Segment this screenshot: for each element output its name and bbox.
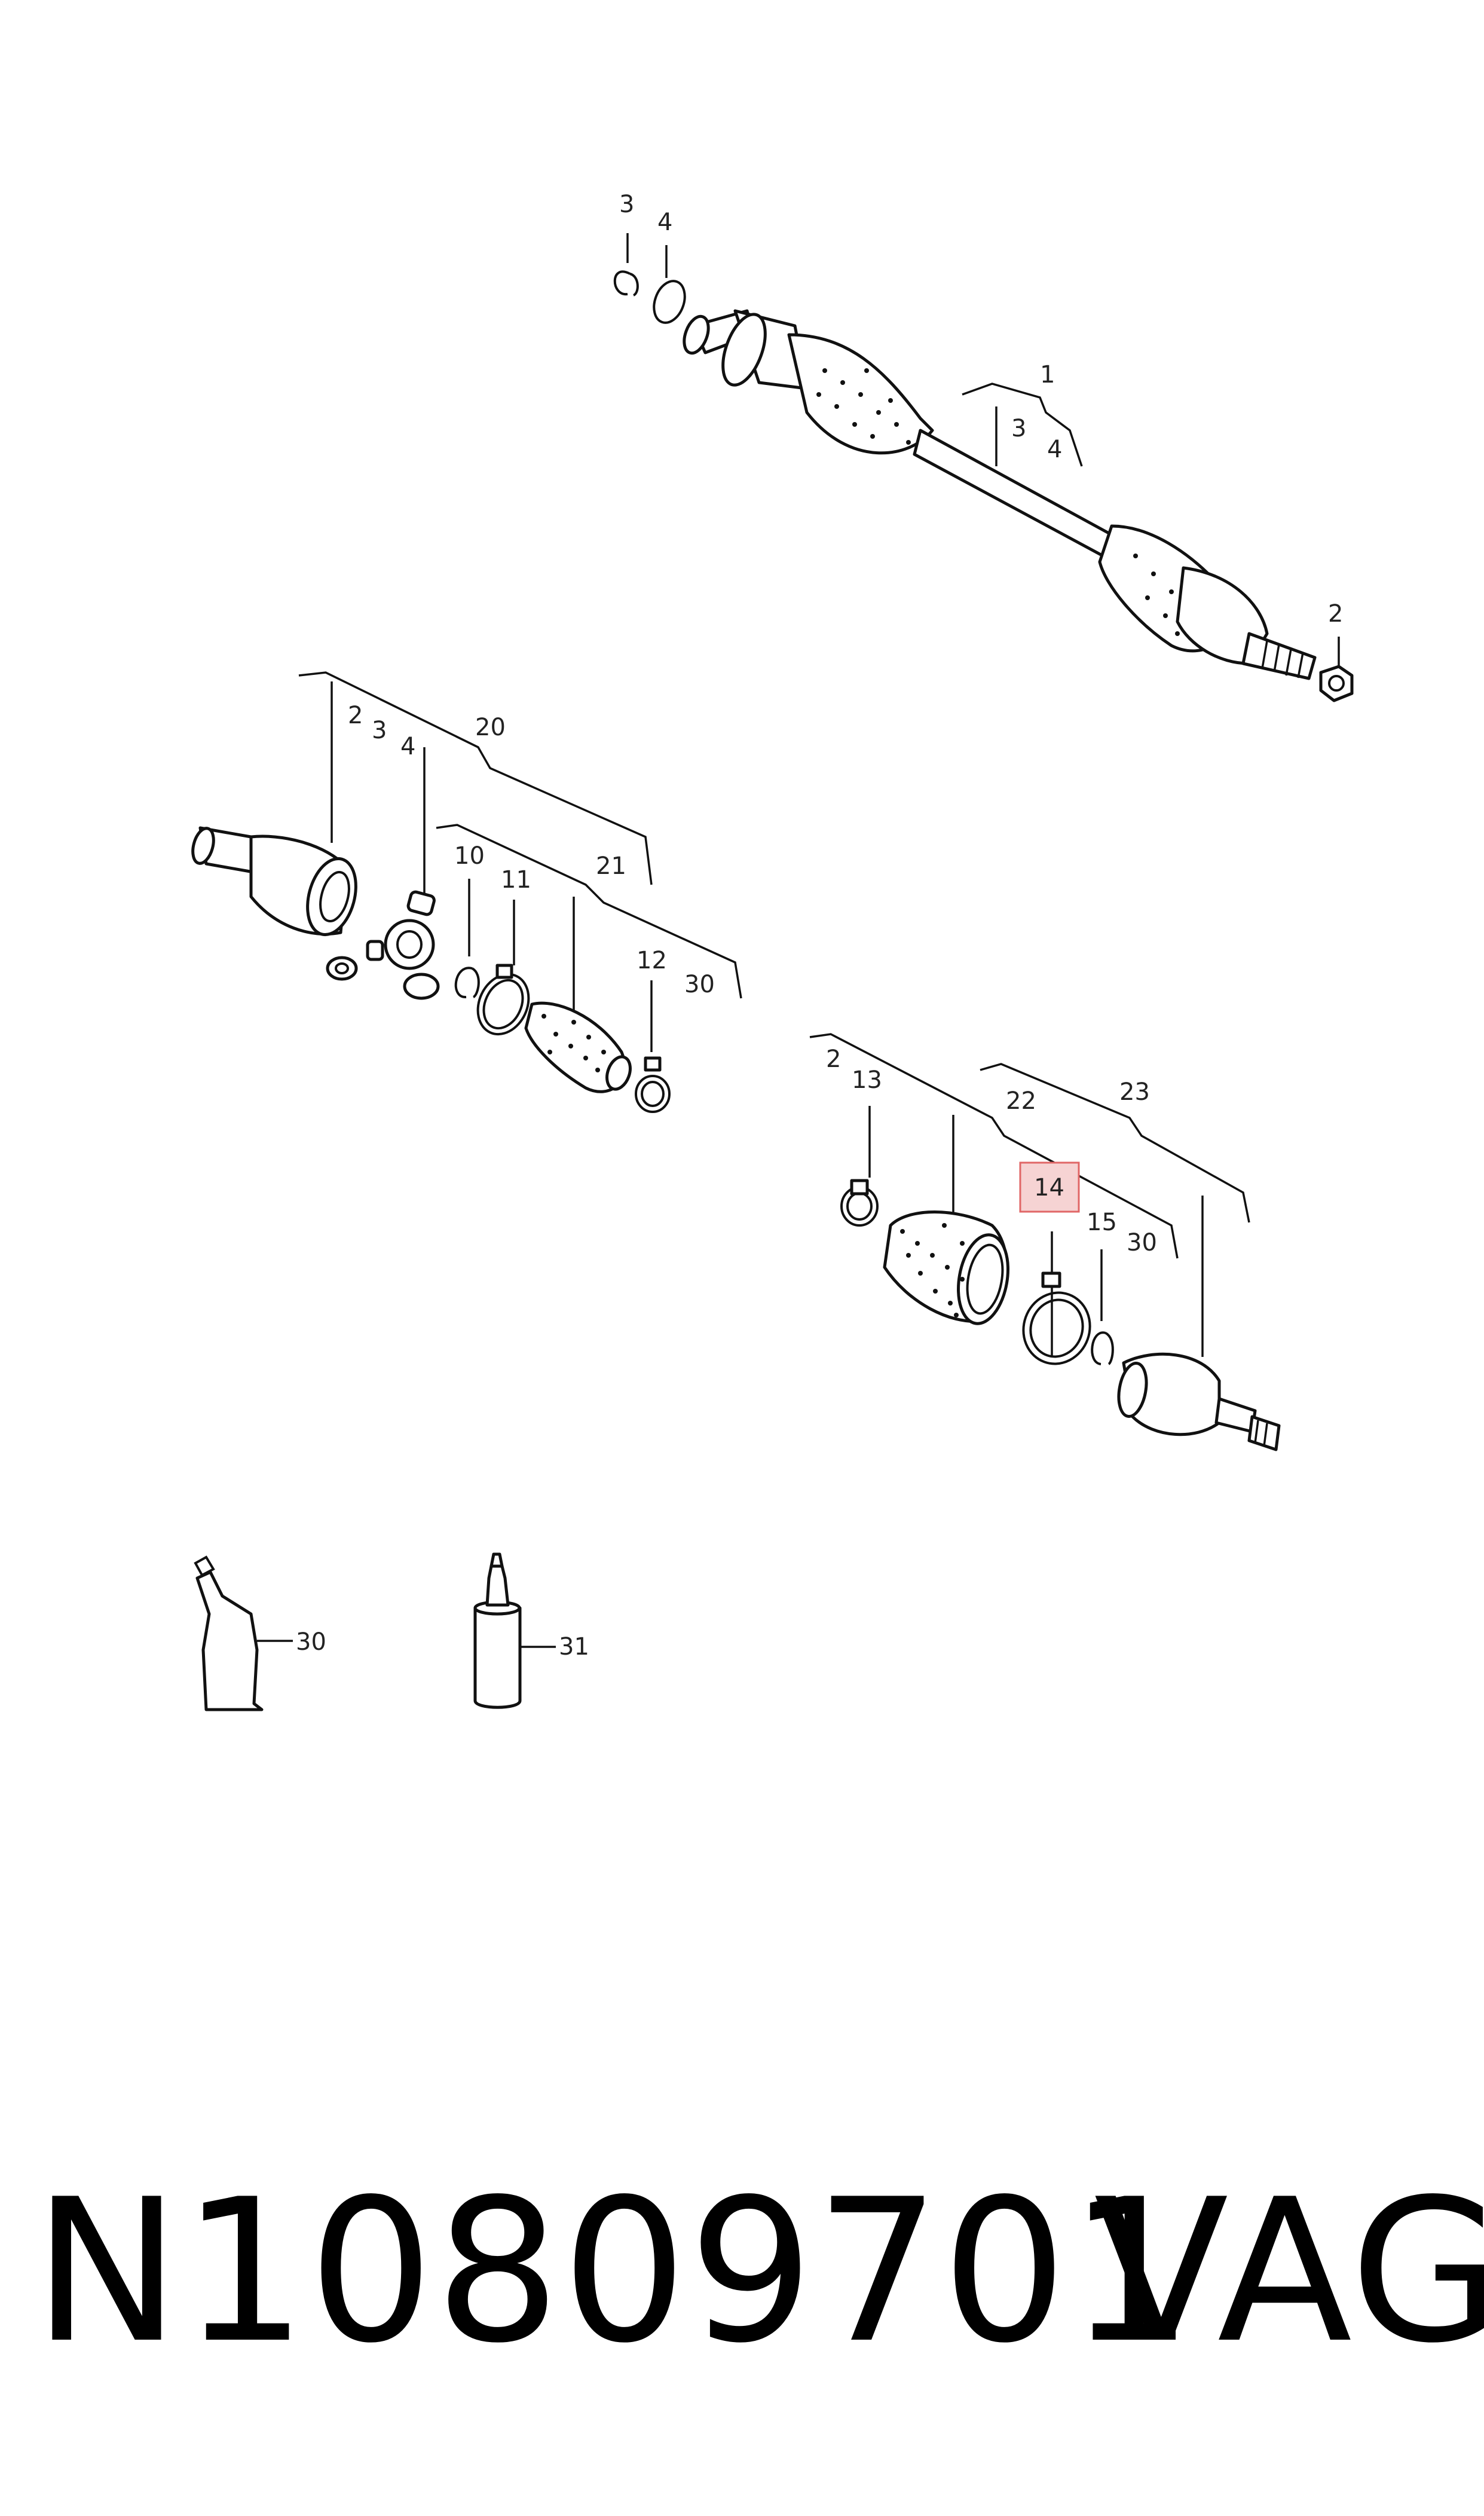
bracket-part-20 bbox=[298, 671, 653, 885]
clamp-part-12 bbox=[635, 1075, 671, 1113]
callout-4: 4 bbox=[400, 733, 415, 760]
o-ring-part-4 bbox=[653, 280, 686, 324]
clamp-part-14 bbox=[1022, 1291, 1091, 1365]
callout-2: 2 bbox=[348, 702, 363, 729]
callout-30: 30 bbox=[296, 1628, 326, 1656]
outer-spline bbox=[1241, 632, 1317, 680]
inner-race-part-4 bbox=[384, 919, 435, 970]
brand-name: VAG bbox=[1094, 2157, 1484, 2386]
callout-20: 20 bbox=[475, 714, 506, 741]
callout-14: 14 bbox=[1034, 1174, 1064, 1202]
bracket-part-22 bbox=[809, 1033, 1179, 1259]
callout-21: 21 bbox=[596, 852, 626, 880]
callout-12: 12 bbox=[637, 947, 667, 974]
bracket-part-1 bbox=[962, 383, 1083, 467]
callout-10: 10 bbox=[454, 842, 485, 870]
outer-joint-kit: 2 13 22 23 14 15 30 bbox=[809, 1033, 1281, 1451]
callout-2: 2 bbox=[826, 1045, 841, 1073]
callout-3: 3 bbox=[1011, 415, 1026, 442]
callout-30: 30 bbox=[1127, 1229, 1157, 1257]
clamp-part-11 bbox=[476, 973, 530, 1036]
highlighted-callout-box bbox=[1020, 1163, 1079, 1212]
callout-2: 2 bbox=[1328, 600, 1343, 628]
cage-part-3 bbox=[366, 940, 384, 961]
grease-tube-part-30 bbox=[195, 1570, 264, 1711]
callout-3: 3 bbox=[372, 717, 387, 744]
callout-3: 3 bbox=[619, 191, 634, 218]
consumables: 30 31 bbox=[194, 1552, 589, 1711]
callout-1: 1 bbox=[1040, 361, 1055, 389]
footer-caption: N10809701 VAG bbox=[0, 2152, 1484, 2403]
drive-shaft-assembly: 3 4 1 3 4 2 bbox=[613, 191, 1354, 702]
ball-race-part-2 bbox=[326, 956, 358, 981]
circlip-part-10 bbox=[454, 967, 480, 999]
shaft-bar bbox=[913, 429, 1119, 561]
bracket-part-23 bbox=[980, 1063, 1250, 1223]
callout-4: 4 bbox=[1047, 436, 1062, 463]
callout-31: 31 bbox=[559, 1633, 589, 1661]
circlip-part-3 bbox=[613, 270, 639, 296]
callout-15: 15 bbox=[1087, 1209, 1117, 1236]
hex-nut-part-2 bbox=[1319, 665, 1354, 702]
sealant-bottle-part-31 bbox=[473, 1606, 522, 1709]
part-number: N10809701 bbox=[33, 2157, 1195, 2386]
bracket-part-21 bbox=[436, 824, 742, 999]
callout-11: 11 bbox=[501, 866, 531, 894]
callout-4: 4 bbox=[657, 209, 672, 236]
inner-joint-kit: 2 3 4 20 10 11 21 12 30 bbox=[191, 671, 742, 1113]
callout-30: 30 bbox=[684, 971, 715, 998]
callout-23: 23 bbox=[1119, 1078, 1150, 1106]
callout-22: 22 bbox=[1006, 1087, 1036, 1115]
circlip-part-15 bbox=[1091, 1331, 1114, 1365]
callout-13: 13 bbox=[852, 1066, 882, 1094]
